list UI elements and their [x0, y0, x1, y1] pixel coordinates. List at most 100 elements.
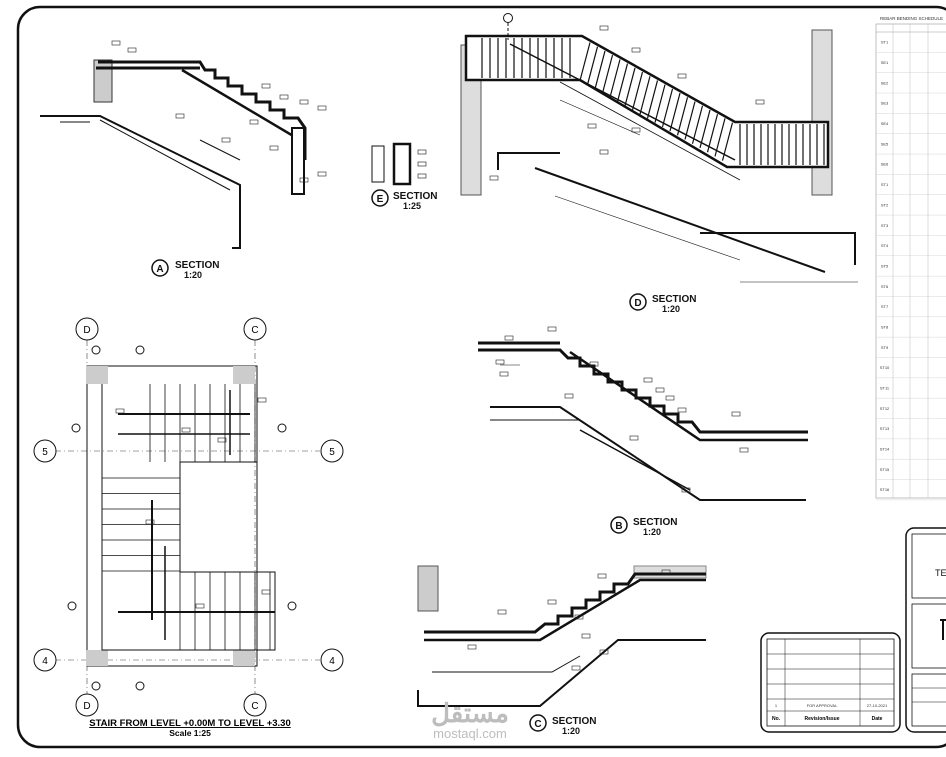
section-e-title: SECTION: [393, 191, 437, 202]
section-d-hatch-line: [616, 63, 629, 102]
schedule-row-id: SE5: [881, 141, 889, 146]
schedule-row-id: ST3: [881, 223, 889, 228]
schedule-row-id: ST7: [881, 304, 889, 309]
grid-bubble-bottom-c: C: [243, 693, 267, 717]
revision-table: [760, 632, 901, 733]
section-a-drawing: [40, 59, 307, 249]
grid-bubble-bottom-d-label: D: [83, 701, 90, 712]
section-d-hatch-line: [586, 46, 599, 85]
revision-entry-date: 27-10-2021: [867, 703, 888, 708]
watermark-arabic: مستقل: [431, 698, 509, 728]
grid-bubble-right-4-label: 4: [329, 656, 335, 667]
section-c-tags: [467, 569, 671, 671]
section-c-label: C SECTION 1:20: [529, 714, 596, 736]
rebar-schedule-title: REBAR BENDING SCHEDULE: [880, 16, 943, 21]
section-c-scale: 1:20: [562, 726, 580, 736]
section-b-tags: [495, 326, 749, 493]
revision-entry-no: 1: [775, 703, 778, 708]
section-d-title: SECTION: [652, 294, 696, 305]
section-d-hatch-line: [609, 59, 621, 98]
schedule-row-id: ST5: [881, 263, 889, 268]
schedule-row-id: SE2: [881, 80, 889, 85]
schedule-row-id: ST8: [881, 324, 889, 329]
section-e-letter: E: [377, 194, 384, 205]
stair-plan-gridlines: [55, 340, 320, 695]
revision-rev-header: Revision/Issue: [804, 716, 839, 722]
schedule-row-id: SE3: [881, 101, 889, 106]
section-c-title: SECTION: [552, 716, 596, 727]
section-d-hatch-line: [601, 54, 614, 94]
grid-bubble-top-d: D: [75, 317, 99, 341]
schedule-row-id: SE6: [881, 162, 889, 167]
section-d-grid-head: [503, 13, 513, 40]
schedule-row-id: ST10: [880, 365, 890, 370]
grid-bubble-right-4: 4: [320, 648, 344, 672]
section-d-hatch-line: [669, 92, 681, 132]
section-d-scale: 1:20: [662, 304, 680, 314]
section-b-scale: 1:20: [643, 527, 661, 537]
section-d-tags: [489, 25, 765, 181]
section-e-label: E SECTION 1:25: [371, 189, 437, 211]
schedule-row-id: ST11: [880, 386, 890, 391]
section-d-hatch-line: [631, 71, 644, 111]
watermark-site: mostaql.com: [433, 726, 507, 741]
section-b-drawing: [478, 341, 808, 501]
section-d-hatch: [481, 38, 825, 165]
section-b-label: B SECTION 1:20: [610, 516, 677, 537]
section-c-drawing: [417, 565, 707, 707]
section-d-label: D SECTION 1:20: [629, 293, 696, 314]
schedule-row-id: ST12: [880, 406, 890, 411]
grid-bubble-top-c-label: C: [251, 325, 258, 336]
schedule-row-id: ST15: [880, 467, 890, 472]
schedule-row-id: ST2: [881, 202, 889, 207]
title-block-text: TE: [935, 568, 946, 578]
section-d-hatch-line: [661, 88, 674, 128]
section-d-hatch-line: [594, 50, 606, 90]
section-d-hatch-line: [579, 42, 591, 81]
section-a-label: A SECTION 1:20: [151, 259, 219, 280]
schedule-row-id: ST9: [881, 345, 889, 350]
section-d-letter: D: [634, 298, 641, 309]
section-d-hatch-line: [691, 105, 704, 144]
revision-no-header: No.: [772, 716, 781, 722]
section-e-drawing: [371, 142, 427, 186]
stair-plan-section-markers: [67, 345, 297, 691]
section-b-letter: B: [615, 521, 622, 532]
grid-bubble-right-5: 5: [320, 439, 344, 463]
section-d-hatch-line: [684, 101, 696, 140]
section-c-letter: C: [534, 719, 541, 730]
title-block: [905, 527, 946, 733]
schedule-row-id: ST16: [880, 487, 890, 492]
section-d-hatch-line: [706, 114, 719, 153]
stair-plan-tags: [115, 397, 271, 609]
schedule-row-id: SE4: [881, 121, 889, 126]
section-d-hatch-line: [639, 76, 651, 115]
schedule-row-id: ST13: [880, 426, 890, 431]
section-e-scale: 1:25: [403, 201, 421, 211]
grid-bubble-bottom-c-label: C: [251, 701, 258, 712]
stair-plan-title: STAIR FROM LEVEL +0.00M TO LEVEL +3.30: [89, 718, 291, 729]
section-b-title: SECTION: [633, 517, 677, 528]
schedule-row-id: ST1: [881, 40, 889, 45]
grid-bubble-left-5: 5: [33, 439, 57, 463]
section-a-scale: 1:20: [184, 270, 202, 280]
stair-plan-drawing: [86, 365, 276, 667]
section-d-hatch-line: [699, 109, 711, 149]
section-a-tags: [111, 40, 327, 183]
grid-bubble-top-c: C: [243, 317, 267, 341]
grid-bubble-bottom-d: D: [75, 693, 99, 717]
revision-date-header: Date: [872, 716, 883, 722]
grid-bubble-left-4-label: 4: [42, 656, 48, 667]
grid-bubble-right-5-label: 5: [329, 447, 335, 458]
section-d-hatch-line: [624, 67, 636, 106]
grid-bubble-left-5-label: 5: [42, 447, 48, 458]
rebar-schedule: REBAR BENDING SCHEDULE ST1SE1SE2SE3SE4SE…: [875, 16, 946, 501]
schedule-row-id: ST6: [881, 284, 889, 289]
schedule-row-id: SE1: [881, 60, 889, 65]
section-d-hatch-line: [646, 80, 659, 119]
schedule-row-id: ST4: [881, 243, 889, 248]
stair-plan-scale: Scale 1:25: [169, 728, 211, 738]
section-d-hatch-line: [654, 84, 666, 123]
grid-bubble-left-4: 4: [33, 648, 57, 672]
